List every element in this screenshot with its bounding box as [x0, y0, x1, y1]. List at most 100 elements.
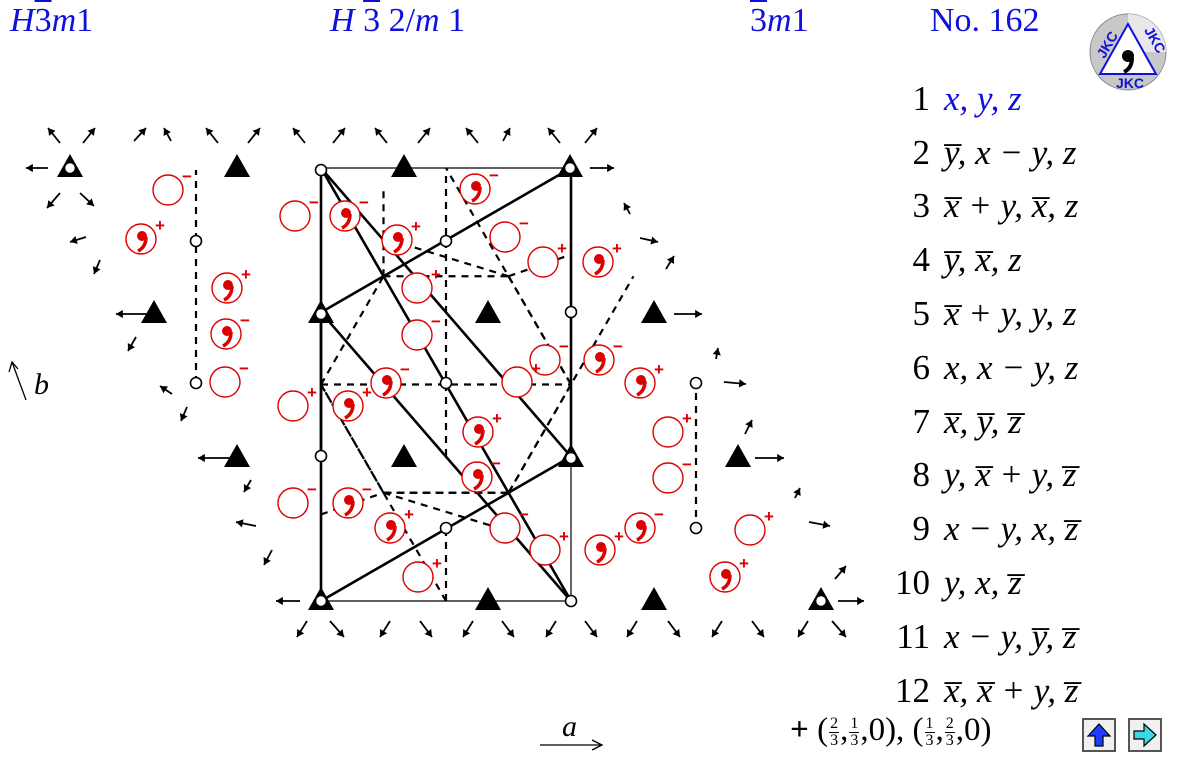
position-sign: − [400, 360, 410, 379]
circle-position-icon: + [529, 527, 569, 566]
comma-position-icon: − [459, 166, 499, 205]
position-sign: + [531, 359, 541, 378]
twofold-arrow-icon [667, 620, 681, 638]
comma-position-icon: − [624, 505, 664, 544]
right-arrow-icon [1133, 722, 1157, 748]
twofold-arrow-icon [831, 620, 847, 638]
glide-line [320, 383, 385, 494]
twofold-arrow-icon [127, 336, 137, 352]
threefold-axis-icon [224, 154, 250, 177]
coordinate-number: 10 [895, 563, 930, 603]
comma-position-icon: + [381, 217, 421, 256]
comma-position-icon: − [332, 480, 372, 519]
position-sign: − [559, 337, 569, 356]
symmetry-lines [194, 166, 698, 603]
rotoinversion-3: 3 [34, 2, 52, 39]
lattice-letter: H [10, 2, 35, 39]
comma-position-icon: + [584, 527, 624, 566]
axis-b: b [8, 360, 49, 401]
centering-plus: + [790, 712, 809, 748]
threefold-axis-icon [475, 587, 501, 610]
position-sign: − [431, 312, 441, 331]
threefold-axis-icon [641, 300, 667, 323]
circle-position-icon: + [401, 265, 441, 304]
position-sign: + [362, 383, 372, 402]
position-sign: + [764, 507, 774, 526]
inversion-center-icon [564, 451, 578, 465]
lattice-letter: H [330, 2, 355, 39]
twofold-arrow-icon [417, 127, 431, 144]
twofold-arrow-icon [26, 163, 48, 173]
twofold-arrow-icon [247, 127, 261, 144]
coordinate-triplet: x̅, y̅, z̅ [944, 401, 1022, 441]
comma-position-icon: + [332, 383, 372, 422]
coordinate-triplet: x − y, y̅, z̅ [944, 616, 1077, 656]
coordinate-row: 11 x − y, y̅, z̅ [870, 610, 1180, 664]
position-sign: + [559, 527, 569, 546]
jkc-logo-icon[interactable]: JKC JKC JKC [1088, 12, 1168, 92]
threefold-axis-icon [141, 300, 167, 323]
equivalent-positions: −+−−+−−++++−−−−+−++−+++−−−−−+−+++++ [125, 166, 774, 593]
coordinate-triplet: y, x̅ + y, z̅ [944, 455, 1077, 495]
twofold-arrow-icon [92, 259, 101, 275]
twofold-arrow-icon [198, 453, 234, 463]
twofold-arrow-icon [755, 453, 784, 463]
coordinate-triplet: x̅, x̅ + y, z̅ [944, 670, 1079, 710]
position-sign: − [182, 167, 192, 186]
mirror-line [320, 311, 572, 602]
threefold-axis-icon [641, 587, 667, 610]
twofold-arrow-icon [462, 620, 474, 638]
position-sign: + [404, 505, 414, 524]
inversion-center-icon [63, 161, 77, 175]
glide-line [507, 275, 572, 386]
circle-position-icon: − [209, 359, 249, 398]
twofold-arrow-icon [46, 192, 61, 209]
coordinate-row: 7 x̅, y̅, z̅ [870, 395, 1180, 449]
circle-position-icon: − [277, 480, 317, 519]
position-sign: + [682, 409, 692, 428]
position-sign: + [307, 383, 317, 402]
circle-position-icon: − [489, 214, 529, 253]
twofold-arrow-icon [69, 236, 87, 244]
position-sign: − [491, 454, 501, 473]
twofold-arrow-icon [379, 620, 391, 638]
coordinate-number: 4 [912, 240, 931, 280]
coordinate-number: 6 [912, 347, 931, 387]
circle-position-icon: + [501, 359, 541, 398]
comma-position-icon: − [329, 193, 369, 232]
inversion-center-icon [314, 449, 328, 463]
position-sign: − [239, 359, 249, 378]
twofold-arrow-icon [590, 163, 614, 173]
inversion-center-icon [814, 594, 828, 608]
position-sign: − [613, 337, 623, 356]
inversion-center-icon [314, 163, 328, 177]
coordinate-number: 11 [896, 616, 930, 656]
comma-position-icon: + [462, 409, 502, 448]
mirror-m: m [415, 2, 440, 39]
coordinate-number: 7 [912, 401, 931, 441]
twofold-arrow-icon [626, 620, 638, 638]
rotoinversion-3: 3 [363, 2, 381, 39]
full-symbol: H 3 2/m 1 [330, 2, 465, 40]
comma-position-icon: − [583, 337, 623, 376]
nav-next-button[interactable] [1128, 718, 1162, 752]
symmetry-diagram: −+−−+−−++++−−−−+−++−+++−−−−−+−+++++ b a [8, 127, 864, 751]
up-arrow-icon [1086, 723, 1112, 747]
inversion-center-icon [439, 234, 453, 248]
nav-up-button[interactable] [1082, 718, 1116, 752]
position-sign: + [557, 239, 567, 258]
twofold-arrow-icon [419, 620, 433, 638]
inversion-center-icon [689, 376, 703, 390]
twofold-arrow-icon [163, 127, 172, 142]
coordinate-triplet: y̅, x̅, z [944, 240, 1022, 280]
position-sign: + [612, 239, 622, 258]
inversion-center-icon [189, 234, 203, 248]
comma-position-icon: + [582, 239, 622, 278]
twofold-arrow-icon [665, 255, 675, 270]
inversion-center-icon [439, 376, 453, 390]
